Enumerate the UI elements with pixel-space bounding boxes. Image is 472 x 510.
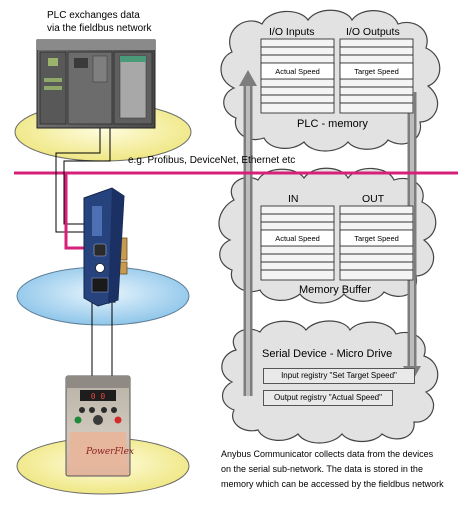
plc-memory-table	[260, 38, 414, 114]
plc-label-line-2: via the fieldbus network	[47, 23, 152, 34]
plc-device	[36, 39, 156, 129]
plc-memory-title: PLC - memory	[297, 118, 368, 130]
serial-device-title: Serial Device - Micro Drive	[262, 348, 393, 360]
buffer-header-out: OUT	[362, 193, 385, 205]
input-registry-box: Input registry "Set Target Speed"	[263, 368, 415, 384]
micro-drive: 0 0 PowerFlex	[65, 375, 134, 477]
plc-label-line-1: PLC exchanges data	[47, 10, 140, 21]
buffer-header-in: IN	[288, 193, 299, 205]
memory-buffer-table	[260, 205, 414, 281]
plc-cell-actual-speed: Actual Speed	[275, 67, 320, 76]
buffer-cell-target-speed: Target Speed	[354, 234, 399, 243]
plc-cell-target-speed: Target Speed	[354, 67, 399, 76]
fieldbus-label: e.g. Profibus, DeviceNet, Ethernet etc	[128, 155, 296, 166]
buffer-cell-actual-speed: Actual Speed	[275, 234, 320, 243]
caption-line-1: Anybus Communicator collects data from t…	[221, 449, 434, 459]
caption-line-3: memory which can be accessed by the fiel…	[221, 479, 444, 489]
plc-header-outputs: I/O Outputs	[346, 26, 400, 38]
svg-text:PowerFlex: PowerFlex	[85, 447, 134, 457]
caption-line-2: on the serial sub-network. The data is s…	[221, 464, 423, 474]
memory-buffer-title: Memory Buffer	[299, 284, 371, 296]
output-registry-box: Output registry "Actual Speed"	[263, 390, 393, 406]
plc-header-inputs: I/O Inputs	[269, 26, 315, 38]
svg-text:0 0: 0 0	[91, 392, 106, 401]
anybus-gateway	[83, 187, 128, 307]
